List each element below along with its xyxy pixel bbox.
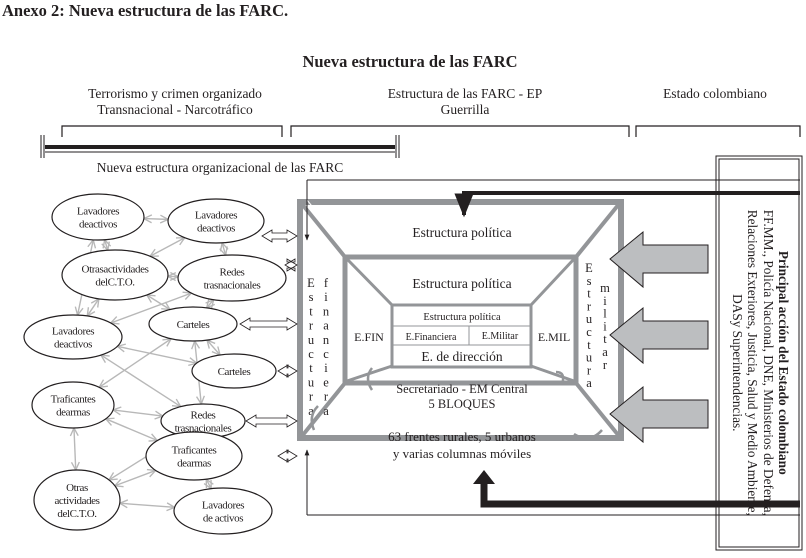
network-node-label: dearmas [56, 407, 90, 419]
network-link-n10-n12 [206, 479, 211, 488]
left-vertical-letter: a [323, 404, 329, 418]
state-action-title: Principal acción del Estado colombiano [775, 168, 790, 558]
left-vertical-letter: s [309, 290, 314, 304]
network-node-label: Lavadores [52, 326, 94, 338]
left-vertical-letter: n [323, 304, 330, 318]
network-link-n8-n9 [113, 410, 163, 416]
state-action-text: Principal acción del Estado colombiano F… [729, 168, 791, 558]
state-action-line: DASy Superintendencias. [729, 168, 744, 558]
middle-political-label: Estructura política [412, 276, 511, 291]
blocks-label: 5 BLOQUES [428, 397, 495, 411]
network-node-label: Lavadores [77, 206, 119, 218]
network-node-label: deactivos [54, 339, 92, 351]
core-military-label: E.Militar [482, 331, 519, 342]
network-node-label: deactivos [79, 219, 117, 231]
core-financial-label: E.Financiera [406, 332, 457, 343]
left-vertical-letter: e [323, 375, 329, 389]
left-vertical-letter: t [309, 304, 313, 318]
double-arrow-connector-icon [278, 450, 297, 462]
up-feedback-arrow-icon [473, 470, 495, 484]
core-political-label: Estructura política [423, 312, 501, 323]
state-action-line: Relaciones Exteriores, Justicia, Salud y… [745, 168, 760, 558]
outer-political-label: Estructura política [412, 225, 511, 240]
left-vertical-letter: u [308, 333, 315, 347]
left-vertical-letter: n [323, 333, 330, 347]
network-link-n2-n4 [222, 243, 225, 255]
network-node-label: Otrasactividades [82, 264, 149, 276]
network-node-label: actividades [54, 495, 99, 507]
efin-label: E.FIN [354, 330, 384, 344]
network-node-label: Carteles [218, 366, 251, 378]
left-vertical-letter: u [308, 375, 315, 389]
core-direction-label: E. de dirección [421, 349, 503, 364]
right-vertical-letter: a [586, 376, 592, 390]
left-vertical-letter: i [324, 361, 328, 375]
left-vertical-letter: i [324, 290, 328, 304]
double-arrow-connector-icon [240, 318, 297, 330]
network-node-label: Lavadores [202, 500, 244, 512]
section-brackets [62, 126, 800, 137]
network-node-label: deactivos [197, 223, 235, 235]
columns-label: y varias columnas móviles [393, 446, 531, 461]
state-action-arrow-icon [610, 232, 708, 287]
network-node-label: Carteles [177, 319, 210, 331]
state-action-arrow-icon [610, 387, 708, 442]
network-link-n11-n12 [120, 503, 175, 507]
network-link-n8-n10 [106, 419, 158, 441]
network-nodes: LavadoresdeactivosLavadoresdeactivosOtra… [24, 194, 286, 534]
network-node: Carteles [192, 354, 276, 388]
double-arrow-connector-icon [285, 259, 297, 271]
network-node-label: trasnacionales [204, 280, 261, 292]
network-node: Carteles [149, 307, 237, 341]
double-arrow-connector-icon [262, 230, 297, 242]
network-link-n2-n3 [150, 238, 185, 257]
network-node-label: de activos [203, 513, 243, 525]
network-node-label: Traficantes [51, 394, 96, 406]
network-link-n4-n6 [207, 300, 214, 308]
network-node-label: Traficantes [172, 445, 217, 457]
network-link-n3-n5 [87, 299, 99, 316]
left-vertical-letter: t [309, 361, 313, 375]
network-node-label: Redes [220, 267, 245, 279]
network-node-label: Redes [191, 410, 216, 422]
network-node-label: Lavadores [195, 210, 237, 222]
double-arrow-connector-icon [278, 365, 297, 377]
secretariat-label: Secretariado - EM Central [396, 382, 528, 396]
network-node-label: delC.T.O. [57, 508, 97, 520]
network-link-n8-n11 [74, 428, 76, 470]
network-node-label: dearmas [177, 458, 211, 470]
state-action-line: FF.MM., Policía Nacional, DNE, Ministeri… [760, 168, 775, 558]
network-link-n6-n7 [207, 340, 220, 355]
org-structure-bar [41, 135, 399, 158]
left-vertical-letter: E [307, 276, 315, 290]
fronts-label: 63 frentes rurales, 5 urbanos [388, 429, 536, 444]
network-node-label: Otras [66, 482, 88, 494]
network-link-n1-n2 [144, 219, 168, 220]
left-vertical-letter: c [323, 347, 329, 361]
left-vertical-letter: a [323, 319, 329, 333]
network-node-label: delC.T.O. [95, 277, 135, 289]
network-link-n1-n3 [105, 240, 108, 250]
left-vertical-letter: c [308, 347, 314, 361]
state-box-rotator: Principal acción del Estado colombiano F… [565, 332, 806, 372]
double-arrow-connector-icon [246, 415, 297, 427]
